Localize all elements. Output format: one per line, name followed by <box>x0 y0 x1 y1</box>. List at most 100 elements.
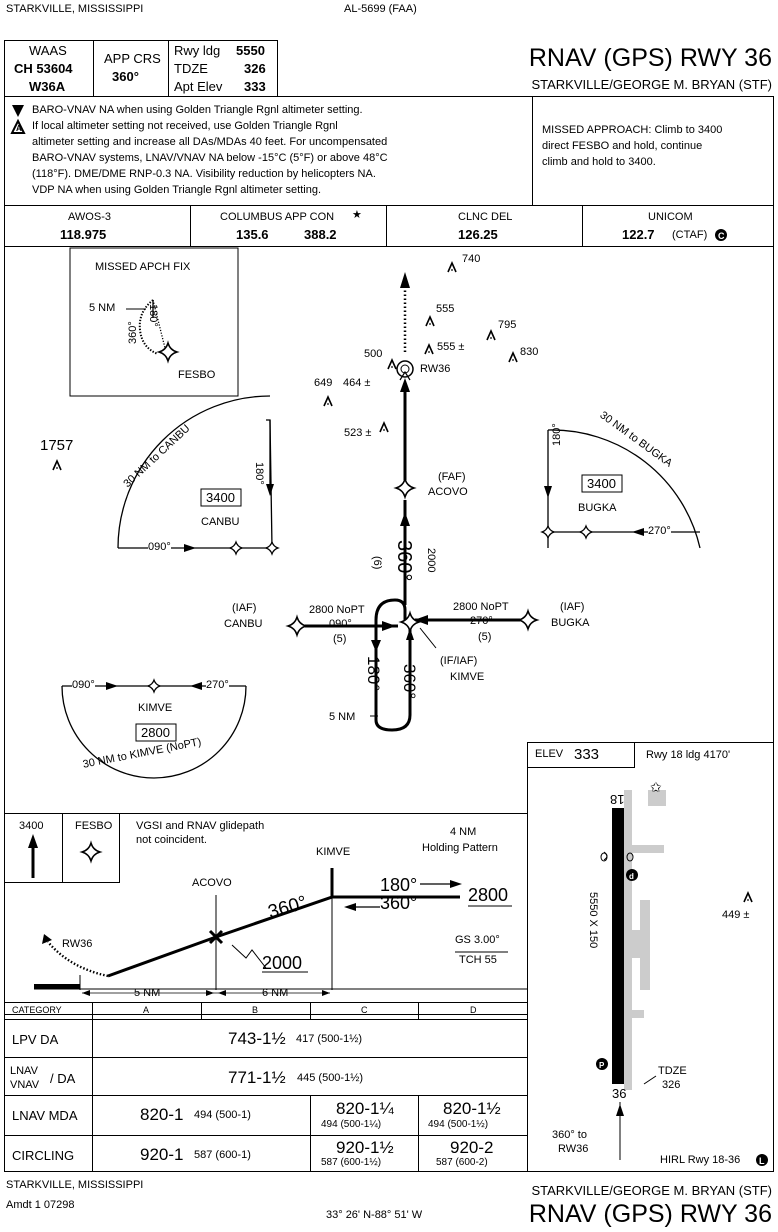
missed-apch-fix-label: MISSED APCH FIX <box>95 261 191 273</box>
if-iaf-label: (IF/IAF) <box>440 655 478 667</box>
lpv-minimums: 743-1½ <box>228 1029 286 1048</box>
awos-freq: 118.975 <box>60 227 107 242</box>
rwy-ldg-value: 5550 <box>236 43 265 58</box>
tdze-label: TDZE <box>174 61 208 76</box>
airport-diagram <box>527 742 774 1172</box>
comms-div-1 <box>190 205 191 247</box>
iaf-bugka-nopt: 2800 NoPT <box>453 601 509 613</box>
kimve-label: KIMVE <box>450 671 485 683</box>
clnc-label: CLNC DEL <box>458 211 513 223</box>
app-crs-value: 360° <box>112 69 139 84</box>
taa-kimve-name: KIMVE <box>138 702 173 714</box>
fesbo-label: FESBO <box>178 369 216 381</box>
note-line-1: BARO-VNAV NA when using Golden Triangle … <box>32 104 363 116</box>
min-col-line-2 <box>201 1002 202 1020</box>
circling-label: CIRCLING <box>12 1148 75 1163</box>
tdze-value: 326 <box>244 61 266 76</box>
hold-course-360: 360° <box>400 664 419 700</box>
ma-fix-name: FESBO <box>75 820 113 832</box>
comms-div-3 <box>582 205 583 247</box>
circ-ab-sub: 587 (600-1) <box>194 1149 251 1161</box>
profile-tch: TCH 55 <box>459 954 497 966</box>
taa-bugka-alt: 3400 <box>587 476 616 491</box>
obstacle-795: 795 <box>498 319 517 331</box>
inbound-crs-2: RW36 <box>558 1143 589 1155</box>
star-icon: ★ <box>352 209 362 221</box>
lnav-d-sub: 494 (500-1½) <box>428 1119 489 1130</box>
lpv-sub: 417 (500-1½) <box>296 1033 363 1045</box>
rwy-number-36: 36 <box>612 1086 627 1101</box>
obstacle-1757: 1757 <box>40 437 74 454</box>
min-col-line-3b <box>310 1095 311 1172</box>
rwy18-ldg: Rwy 18 ldg 4170' <box>646 749 731 761</box>
cat-d: D <box>470 1005 477 1015</box>
iaf-canbu-label2: CANBU <box>224 618 263 630</box>
waas-label: WAAS <box>29 43 67 58</box>
profile-kimve: KIMVE <box>316 846 351 858</box>
missed-approach-2: direct FESBO and hold, continue <box>542 140 703 152</box>
min-col-line-4 <box>418 1002 419 1020</box>
ma-icons-div <box>62 813 63 883</box>
min-hdr-line <box>4 1019 528 1020</box>
clnc-freq: 126.25 <box>458 227 498 242</box>
cat-a: A <box>143 1005 150 1015</box>
circ-c-minimums: 920-1½ <box>336 1138 394 1157</box>
elev-value: 333 <box>574 746 600 763</box>
app-crs-label: APP CRS <box>104 51 161 66</box>
comms-div-2 <box>386 205 387 247</box>
note-line-2: If local altimeter setting not received,… <box>32 120 338 132</box>
obstacle-555: 555 <box>436 303 455 315</box>
obstacle-464: 464 ± <box>343 377 371 389</box>
taa-canbu-090: 090° <box>148 541 171 553</box>
lnav-c-minimums: 820-1¼ <box>336 1099 394 1118</box>
holding-1: 4 NM <box>450 826 477 838</box>
vgsi-note-2: not coincident. <box>136 834 207 846</box>
rwy-number-18: 18 <box>610 792 625 807</box>
taa-canbu-alt: 3400 <box>206 490 235 505</box>
profile-acovo: ACOVO <box>192 877 232 889</box>
lnav-vnav-sub: 445 (500-1½) <box>297 1072 364 1084</box>
profile-rw36: RW36 <box>62 938 93 950</box>
vgsi-note-1: VGSI and RNAV glidepath <box>136 820 265 832</box>
unicom-freq: 122.7 <box>622 227 655 242</box>
obstacle-740: 740 <box>462 253 481 265</box>
notes-divider <box>532 96 533 206</box>
iaf-canbu-crs: 090° <box>329 618 352 630</box>
header-city: STARKVILLE, MISSISSIPPI <box>6 3 144 15</box>
lnav-vnav-l1: LNAV <box>10 1065 38 1077</box>
taa-canbu-180: 180° <box>253 462 265 485</box>
obstacle-500: 500 <box>364 348 383 360</box>
lnav-c-sub: 494 (500-1¼) <box>321 1119 382 1130</box>
profile-crs-360b: 360° <box>380 893 418 913</box>
final-seg-alt: 2000 <box>425 548 437 573</box>
taa-kimve-090: 090° <box>72 679 95 691</box>
obstacle-649: 649 <box>314 377 333 389</box>
min-row-line-2 <box>4 1095 528 1096</box>
rwy-ldg-label: Rwy ldg <box>174 43 221 58</box>
chart-title: RNAV (GPS) RWY 36 <box>528 44 772 72</box>
lnav-ab-minimums: 820-1 <box>140 1105 184 1124</box>
note-line-5: (118°F). DME/DME RNP-0.3 NA. Visibility … <box>32 168 376 180</box>
note-line-6: VDP NA when using Golden Triangle Rgnl a… <box>32 184 322 196</box>
circ-d-sub: 587 (600-2) <box>436 1157 488 1168</box>
final-course-360: 360° <box>393 540 415 582</box>
iaf-bugka-crs: 270° <box>470 615 493 627</box>
cat-c: C <box>361 1005 368 1015</box>
profile-alt-2000: 2000 <box>262 953 303 973</box>
iaf-bugka-label2: BUGKA <box>551 617 590 629</box>
obstacle-830: 830 <box>520 346 539 358</box>
taa-canbu-name: CANBU <box>201 516 240 528</box>
fesbo-180: 180° <box>147 304 159 327</box>
ma-climb-alt: 3400 <box>19 820 44 832</box>
waas-channel: CH 53604 <box>14 61 73 76</box>
min-row-line-1 <box>4 1057 528 1058</box>
cat-b: B <box>252 1005 259 1015</box>
note-line-4: BARO-VNAV systems, LNAV/VNAV NA below -1… <box>32 152 388 164</box>
iaf-canbu-nopt: 2800 NoPT <box>309 604 365 616</box>
unicom-ctaf: (CTAF) <box>672 229 708 241</box>
minimums-table <box>4 1002 528 1172</box>
lnav-vnav-l2: VNAV <box>10 1079 40 1091</box>
unicom-label: UNICOM <box>648 211 693 223</box>
missed-approach-1: MISSED APPROACH: Climb to 3400 <box>542 124 723 136</box>
fesbo-360: 360° <box>127 321 139 344</box>
